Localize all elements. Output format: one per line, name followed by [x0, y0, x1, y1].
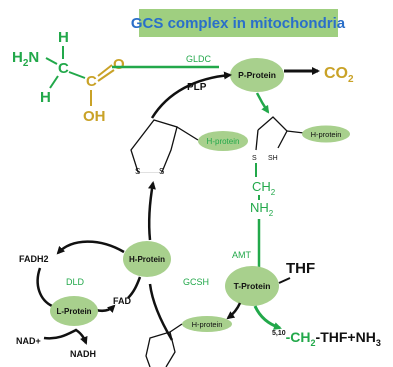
glycine-o: O — [113, 56, 125, 73]
arrow-t-to-h-bottom — [226, 302, 242, 320]
cofactor-plp: PLP — [187, 82, 207, 93]
glycine-c-alpha: C — [58, 60, 69, 77]
glycine-structure: H2N H C H C O OH — [12, 29, 125, 125]
l-protein-label: L-Protein — [56, 307, 91, 316]
h-protein-lipoyl-node — [198, 131, 248, 151]
arrow-fadh2-to-l — [36, 267, 53, 308]
enzyme-gcsh: GCSH — [183, 277, 209, 287]
nh2-label: NH2 — [250, 200, 274, 218]
cofactor-nadh: NADH — [70, 349, 96, 359]
arrow-fad-to-h — [127, 276, 142, 299]
glycine-h2n-n: N — [28, 49, 39, 66]
h-protein-bottom-node — [182, 316, 232, 332]
svg-text:H2N: H2N — [12, 49, 39, 69]
loop-bottom-to-h — [148, 283, 174, 341]
h-protein-bottom-label: H-protein — [192, 320, 223, 329]
p-protein-node — [230, 58, 284, 92]
glycine-oh: OH — [83, 108, 106, 125]
lipoyl-s-left: S — [135, 167, 140, 176]
arrow-t-to-product — [253, 305, 282, 330]
cofactor-fadh2: FADH2 — [19, 254, 49, 264]
title-box — [139, 9, 338, 37]
reduced-sh: SH — [268, 155, 278, 162]
title: GCS complex in mitochondria — [131, 15, 346, 32]
glycine-h2n-h: H — [12, 49, 23, 66]
co2-label: CO2 — [324, 65, 354, 85]
arrow-h-to-lipoyl — [147, 181, 156, 241]
thf-arrow — [278, 277, 291, 284]
cofactor-nad-plus: NAD+ — [16, 336, 41, 346]
h-protein-reduced-node — [302, 125, 350, 143]
l-protein-node — [50, 296, 98, 326]
arc-h-to-p — [150, 71, 232, 119]
t-protein-node — [225, 266, 279, 306]
arrow-l-to-fad — [95, 304, 116, 314]
h-protein-reduced-label: H-protein — [311, 130, 342, 139]
glycine-h2n-sub: 2 — [23, 58, 29, 69]
methylene-sup: 5,10 — [272, 330, 286, 337]
glycine-h-bottom: H — [40, 89, 51, 106]
enzyme-dld: DLD — [66, 277, 85, 287]
h-protein-center-label: H-Protein — [129, 255, 165, 264]
p-protein-label: P-Protein — [238, 70, 276, 80]
ch2-label: CH2 — [252, 179, 276, 197]
thf-label: THF — [286, 260, 315, 277]
cofactor-fad: FAD — [113, 296, 132, 306]
glycine-h-top: H — [58, 29, 69, 46]
lipoyl-ring: S S — [130, 119, 199, 176]
glycine-c-carbonyl: C — [86, 73, 97, 90]
bottom-lipoyl-ring — [145, 323, 183, 367]
methylene-thf-product: 5,10-CH2-THF+NH3 — [272, 329, 381, 348]
h-protein-center-node — [123, 241, 171, 277]
lipoyl-s-right: S — [159, 167, 164, 176]
reduced-s: S — [252, 155, 257, 162]
enzyme-amt: AMT — [232, 250, 252, 260]
enzyme-gldc: GLDC — [186, 54, 212, 64]
reduced-lipoyl: S SH — [252, 116, 305, 162]
t-protein-label: T-Protein — [234, 281, 271, 291]
arrow-p-to-h-reduced — [255, 92, 270, 114]
h-protein-lipoyl-label: H-protein — [207, 137, 240, 146]
arrow-to-fadh2 — [56, 240, 125, 255]
arrow-nad-to-nadh — [43, 328, 88, 345]
